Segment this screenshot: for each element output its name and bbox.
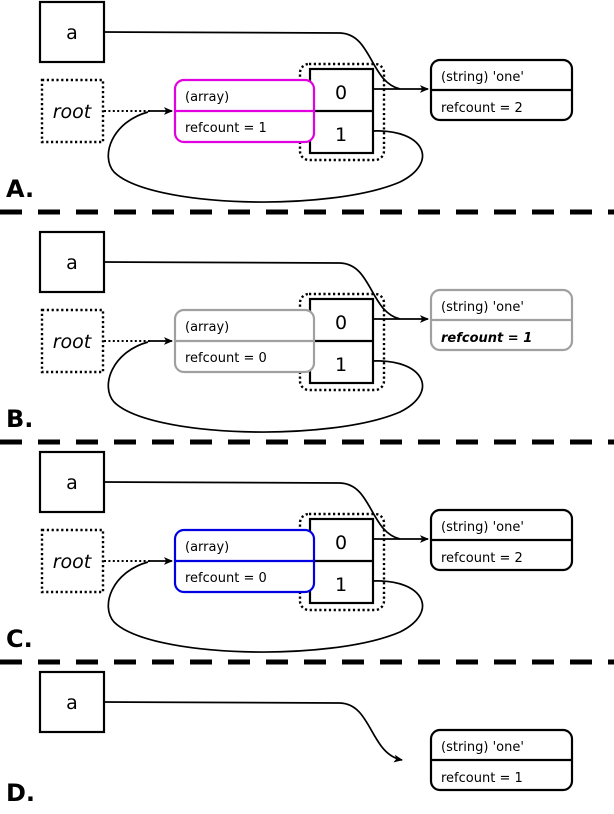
string-object-type-label: (string) 'one': [441, 300, 524, 315]
panel-c: a root 0 1 (array) refcount = 0 (string)…: [0, 450, 614, 665]
root-box-label: root: [53, 331, 93, 353]
root-box: root: [40, 78, 105, 144]
edge-cell1-to-array: [107, 341, 424, 433]
root-box: root: [40, 308, 105, 374]
array-cell-1-label: 1: [335, 354, 347, 376]
panel-b: a root 0 1 (array) refcount = 0 (string)…: [0, 230, 614, 445]
array-object-refcount-label: refcount = 0: [185, 571, 267, 586]
string-object-type-label: (string) 'one': [441, 740, 524, 755]
root-box: root: [40, 528, 105, 594]
variable-box-label: a: [66, 252, 78, 274]
variable-box-a: a: [38, 230, 106, 294]
string-object-refcount-label: refcount = 2: [441, 101, 523, 116]
variable-box-a: a: [38, 0, 106, 64]
root-box-label: root: [53, 551, 93, 573]
array-cells: 0 1: [308, 297, 375, 385]
array-object-type-label: (array): [185, 540, 229, 555]
string-object: (string) 'one' refcount = 2: [429, 58, 574, 122]
array-cell-1-label: 1: [335, 124, 347, 146]
panel-d: a (string) 'one' refcount = 1 D.: [6, 670, 574, 807]
variable-box-label: a: [66, 22, 78, 44]
panel-a-label: A.: [6, 175, 34, 203]
edge-a-to-string: [103, 31, 401, 90]
variable-box-a: a: [38, 670, 106, 734]
edge-cell1-to-array: [107, 561, 424, 653]
array-cell-1-label: 1: [335, 574, 347, 596]
string-object-type-label: (string) 'one': [441, 520, 524, 535]
variable-box-label: a: [66, 692, 78, 714]
root-box-label: root: [53, 101, 93, 123]
array-cell-0-label: 0: [335, 82, 347, 104]
array-object: (array) refcount = 1: [173, 78, 316, 144]
panel-c-label: C.: [6, 625, 33, 653]
array-cells: 0 1: [308, 67, 375, 155]
array-object-refcount-label: refcount = 1: [185, 121, 267, 136]
string-object-type-label: (string) 'one': [441, 70, 524, 85]
string-object: (string) 'one' refcount = 1: [429, 728, 574, 792]
array-object: (array) refcount = 0: [173, 308, 316, 374]
panel-a: a root 0 1 (array) refcount = 1: [0, 0, 614, 215]
array-cell-0-label: 0: [335, 312, 347, 334]
edge-a-to-string: [103, 481, 401, 540]
array-object: (array) refcount = 0: [173, 528, 316, 594]
edge-a-to-string: [103, 261, 401, 320]
array-object-type-label: (array): [185, 320, 229, 335]
variable-box-label: a: [66, 472, 78, 494]
array-object-type-label: (array): [185, 90, 229, 105]
string-object-refcount-label: refcount = 2: [441, 551, 523, 566]
string-object-refcount-label: refcount = 1: [441, 771, 523, 786]
array-cells: 0 1: [308, 517, 375, 605]
variable-box-a: a: [38, 450, 106, 514]
string-object: (string) 'one' refcount = 2: [429, 508, 574, 572]
edge-cell1-to-array: [107, 111, 424, 203]
array-object-refcount-label: refcount = 0: [185, 351, 267, 366]
panel-d-label: D.: [6, 779, 35, 807]
panel-b-label: B.: [6, 405, 33, 433]
edge-a-to-string: [103, 701, 403, 763]
string-object: (string) 'one' refcount = 1: [429, 288, 574, 352]
string-object-refcount-label: refcount = 1: [441, 331, 532, 346]
array-cell-0-label: 0: [335, 532, 347, 554]
